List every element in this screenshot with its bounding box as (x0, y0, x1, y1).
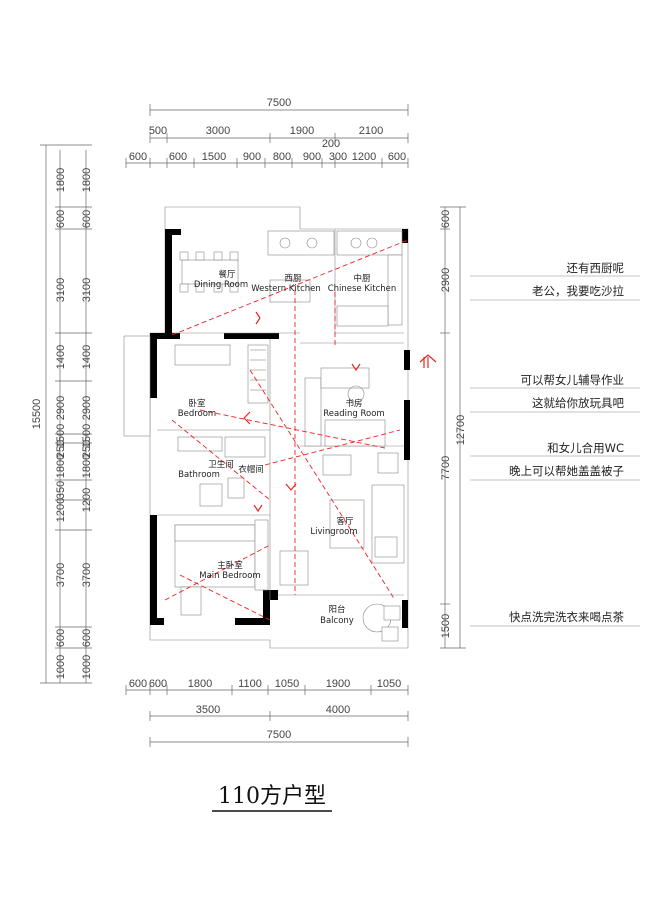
room-chinese-cn: 中厨 (353, 273, 371, 284)
room-labels: 餐厅 Dining Room 西厨 Western Kitchen 中厨 Chi… (178, 270, 397, 626)
dim-left-inner-1: 600 (81, 210, 93, 228)
room-reading-cn: 书房 (345, 398, 362, 409)
dim-left-inner-9: 3700 (81, 563, 93, 587)
room-closet-cn: 衣帽间 (238, 464, 264, 475)
note-3-line2: 晚上可以帮她盖盖被子 (509, 464, 624, 478)
dim-top-detail-0: 600 (129, 151, 147, 163)
left-dimensions: 15500 1800 600 3100 1400 2900 1500 250 1… (31, 144, 93, 684)
dim-top-mid-small: 200 (322, 138, 340, 150)
room-master-cn: 主卧室 (217, 560, 243, 571)
dim-right-inner-3: 1500 (440, 614, 452, 638)
dim-left-inner-6: 250 (81, 440, 93, 458)
dim-left-outer-2: 3100 (55, 278, 67, 302)
dim-left-inner-7: 1800 (81, 454, 93, 478)
dim-top-detail-8: 600 (388, 151, 406, 163)
note-2-line2: 这就给你放玩具吧 (532, 396, 624, 410)
dim-top-detail-5: 900 (303, 151, 321, 163)
dim-bottom-detail-6: 1050 (377, 678, 401, 690)
note-2-line1: 可以帮女儿辅导作业 (521, 373, 625, 387)
dim-bottom-mid-0: 3500 (196, 704, 220, 716)
dim-left-outer-4: 2900 (55, 396, 67, 420)
dim-left-outer-7: 1800 (55, 454, 67, 478)
dim-right-inner-2: 7700 (440, 456, 452, 480)
dim-left-inner-3: 1400 (81, 345, 93, 369)
room-bedroom-en: Bedroom (178, 409, 216, 419)
dim-left-outer-1: 600 (55, 210, 67, 228)
dim-top-detail-7: 1200 (352, 151, 376, 163)
note-1-line1: 还有西厨呢 (567, 261, 625, 275)
room-reading-en: Reading Room (323, 409, 384, 419)
dim-left-inner-8: 1200 (81, 488, 93, 512)
room-living-en: Livingroom (310, 527, 357, 537)
note-4-line1: 快点洗完洗衣来喝点茶 (509, 610, 624, 624)
note-3-line1: 和女儿合用WC (547, 441, 624, 455)
room-living-cn: 客厅 (336, 516, 354, 527)
dim-left-outer-6: 250 (55, 440, 67, 458)
dim-left-outer-10: 3700 (55, 563, 67, 587)
dim-left-inner-11: 1000 (81, 655, 93, 679)
furniture (123, 230, 405, 642)
dim-top-mid-3: 2100 (359, 125, 383, 137)
note-1-line2: 老公，我要吃沙拉 (532, 284, 624, 298)
bottom-dimensions: 600 600 1800 1100 1050 1900 1050 3500 40… (125, 678, 409, 747)
room-master-en: Main Bedroom (199, 571, 260, 581)
dim-left-inner-10: 600 (81, 629, 93, 647)
dim-top-detail-3: 900 (243, 151, 261, 163)
dim-right-inner-1: 2900 (440, 268, 452, 292)
dim-right-inner-0: 600 (440, 210, 452, 228)
dim-bottom-detail-4: 1050 (275, 678, 299, 690)
room-bedroom-cn: 卧室 (188, 398, 206, 409)
dim-top-detail-1: 600 (169, 151, 187, 163)
dim-bottom-mid-1: 4000 (326, 704, 350, 716)
walls (149, 206, 410, 649)
dim-top-mid-0: 500 (149, 125, 167, 137)
room-dining-cn: 餐厅 (218, 270, 236, 280)
annotation-notes: 还有西厨呢 老公，我要吃沙拉 可以帮女儿辅导作业 这就给你放玩具吧 和女儿合用W… (470, 261, 640, 627)
room-chinese-en: Chinese Kitchen (328, 284, 397, 294)
dim-bottom-detail-0: 600 (129, 678, 147, 690)
dim-left-outer-0: 1800 (55, 168, 67, 192)
dim-top-total: 7500 (267, 97, 291, 109)
dim-top-detail-2: 1500 (202, 151, 226, 163)
room-bath-cn: 卫生间 (208, 459, 234, 470)
dim-bottom-detail-5: 1900 (326, 678, 350, 690)
dim-bottom-detail-2: 1800 (188, 678, 212, 690)
circulation-lines (164, 239, 437, 621)
dim-left-outer-8: 350 (55, 481, 67, 499)
room-balcony-en: Balcony (320, 616, 354, 626)
room-western-en: Western Kitchen (251, 284, 321, 294)
dim-left-inner-0: 1800 (81, 168, 93, 192)
dim-top-detail-6: 300 (329, 151, 347, 163)
dim-right-outer: 12700 (455, 415, 467, 446)
room-dining-en: Dining Room (194, 280, 248, 290)
top-dimensions: 7500 500 3000 1900 2100 200 600 600 1500… (125, 97, 409, 168)
room-balcony-cn: 阳台 (328, 604, 345, 615)
dim-bottom-total: 7500 (267, 729, 291, 741)
right-dimensions: 600 2900 7700 1500 12700 (440, 206, 467, 649)
dim-left-total: 15500 (31, 399, 43, 430)
dim-left-inner-4: 2900 (81, 396, 93, 420)
dim-left-inner-5: 1500 (81, 424, 93, 448)
dim-top-mid-1: 3000 (206, 125, 230, 137)
room-bath-en: Bathroom (178, 470, 220, 480)
dim-top-mid-2: 1900 (290, 125, 314, 137)
plan-title: 110方户型 (218, 784, 326, 809)
dim-left-outer-5: 1500 (55, 424, 67, 448)
dim-bottom-detail-3: 1100 (238, 678, 262, 690)
dim-left-outer-9: 1200 (55, 498, 67, 522)
dim-left-outer-11: 600 (55, 629, 67, 647)
dim-left-outer-3: 1400 (55, 345, 67, 369)
dim-bottom-detail-1: 600 (149, 678, 167, 690)
dim-top-detail-4: 800 (273, 151, 291, 163)
dim-left-outer-12: 1000 (55, 655, 67, 679)
dim-left-inner-2: 3100 (81, 278, 93, 302)
room-western-cn: 西厨 (284, 274, 302, 284)
